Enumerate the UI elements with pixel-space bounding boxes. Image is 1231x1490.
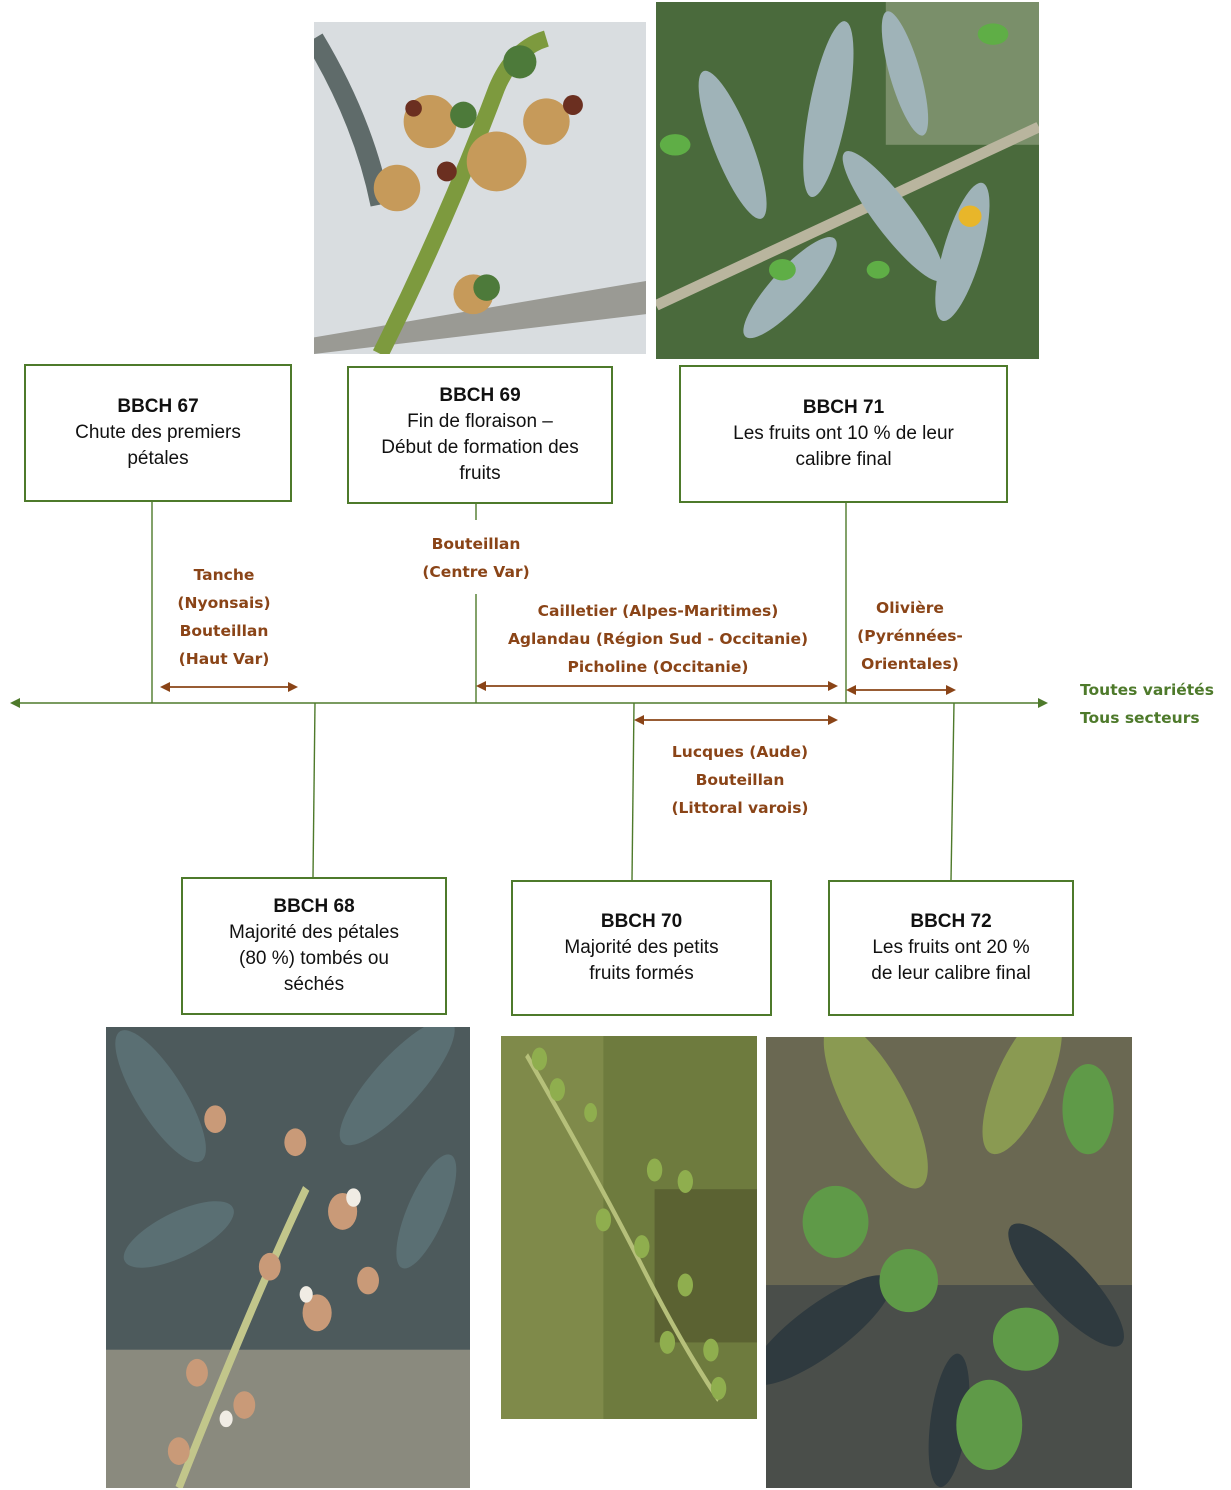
variety-line: Picholine (Occitanie) [567, 658, 749, 676]
stage-box-bbch-71: BBCH 71 Les fruits ont 10 % de leur cali… [679, 365, 1008, 503]
stage-box-bbch-68: BBCH 68 Majorité des pétales (80 %) tomb… [181, 877, 447, 1015]
stage-desc-line: Majorité des petits [564, 937, 719, 958]
stage-desc-line: Chute des premiers [75, 422, 241, 443]
stage-box-bbch-67: BBCH 67 Chute des premiers pétales [24, 364, 292, 502]
photo-bbch-72 [766, 1037, 1132, 1488]
variety-line: (Nyonsais) [177, 594, 271, 612]
stage-desc-line: calibre final [795, 449, 892, 470]
stage-box-bbch-70: BBCH 70 Majorité des petits fruits formé… [511, 880, 772, 1016]
variety-label-cailletier: Cailletier (Alpes-Maritimes) Aglandau (R… [492, 597, 824, 681]
stage-code: BBCH 67 [117, 396, 199, 417]
stage-desc-line: Les fruits ont 10 % de leur [733, 423, 954, 444]
stage-code: BBCH 69 [439, 385, 521, 406]
variety-label-oliviere: Olivière (Pyrénnées- Orientales) [846, 594, 974, 678]
stage-desc-line: Début de formation des [381, 437, 579, 458]
variety-label-lucques: Lucques (Aude) Bouteillan (Littoral varo… [660, 738, 820, 822]
variety-line: (Centre Var) [422, 563, 530, 581]
stage-desc-line: de leur calibre final [871, 963, 1031, 984]
variety-line: Bouteillan [695, 771, 785, 789]
variety-line: Lucques (Aude) [671, 743, 809, 761]
stage-desc-line: Les fruits ont 20 % [872, 937, 1030, 958]
variety-line: Bouteillan [431, 535, 521, 553]
stage-desc-line: séchés [283, 974, 345, 995]
photo-bbch-71 [656, 2, 1039, 359]
variety-line: Tanche [193, 566, 255, 584]
variety-line: Olivière [876, 599, 944, 617]
stage-desc-line: (80 %) tombés ou [239, 948, 389, 969]
stage-desc-line: Fin de floraison – [407, 411, 553, 432]
variety-line: Cailletier (Alpes-Maritimes) [537, 602, 779, 620]
stage-code: BBCH 71 [802, 397, 885, 418]
legend-line: Tous secteurs [1080, 709, 1200, 727]
variety-line: Bouteillan [179, 622, 269, 640]
variety-line: Aglandau (Région Sud - Occitanie) [507, 630, 809, 648]
connector-70 [631, 702, 635, 881]
stage-desc-line: pétales [127, 448, 189, 469]
variety-line: (Pyrénnées- [857, 627, 963, 645]
connector-72 [950, 702, 955, 881]
variety-label-bouteillan-centre: Bouteillan (Centre Var) [406, 530, 546, 586]
connector-68 [312, 702, 316, 878]
photo-bbch-70 [501, 1036, 757, 1419]
axis-legend: Toutes variétés Tous secteurs [1080, 676, 1214, 732]
stage-code: BBCH 68 [273, 896, 355, 917]
stage-desc-line: fruits formés [589, 963, 694, 984]
variety-line: (Haut Var) [178, 650, 270, 668]
stage-desc-line: fruits [459, 463, 501, 484]
stage-code: BBCH 72 [910, 911, 992, 932]
variety-line: Orientales) [861, 655, 959, 673]
photo-bbch-69 [314, 22, 646, 354]
legend-line: Toutes variétés [1080, 681, 1214, 699]
stage-box-bbch-72: BBCH 72 Les fruits ont 20 % de leur cali… [828, 880, 1074, 1016]
stage-box-bbch-69: BBCH 69 Fin de floraison – Début de form… [347, 366, 613, 504]
stage-code: BBCH 70 [600, 911, 683, 932]
photo-bbch-68 [106, 1027, 470, 1488]
variety-line: (Littoral varois) [671, 799, 809, 817]
stage-desc-line: Majorité des pétales [228, 922, 400, 943]
variety-label-tanche: Tanche (Nyonsais) Bouteillan (Haut Var) [164, 561, 284, 673]
